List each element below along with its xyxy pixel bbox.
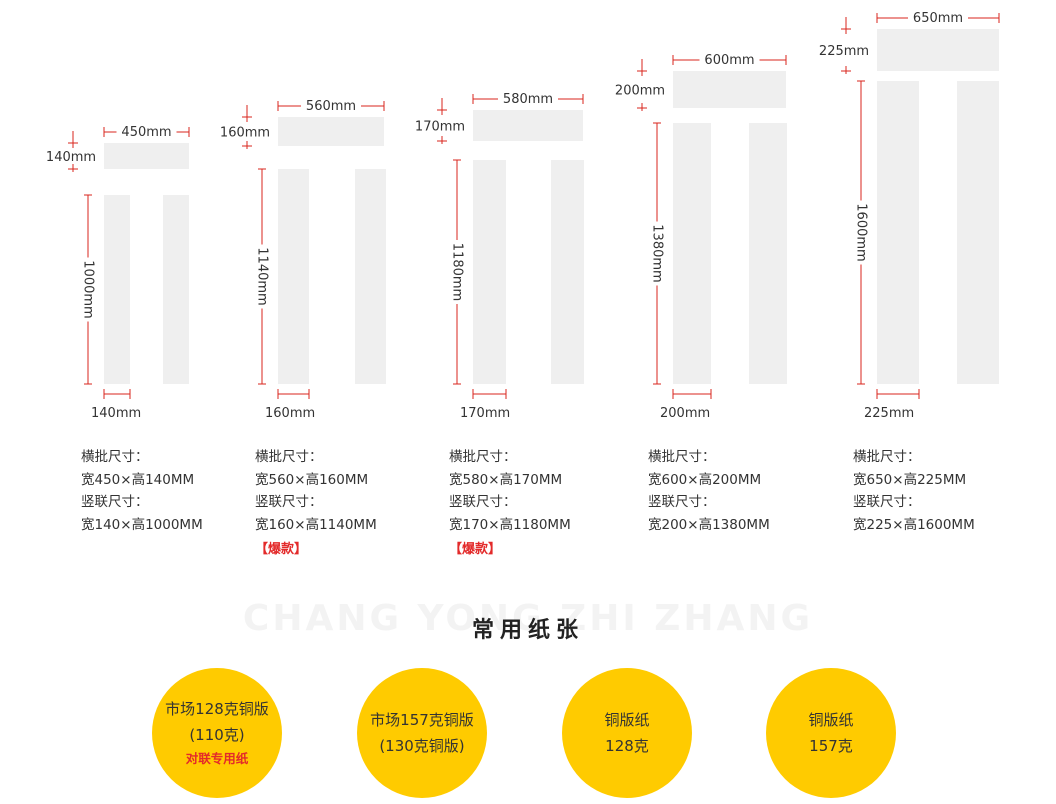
- spec-header-value: 宽560×高160MM: [255, 471, 369, 488]
- paper-name: 铜版纸: [808, 711, 854, 729]
- paper-weight: (110克): [189, 726, 245, 744]
- header-height-label: 140mm: [46, 150, 96, 165]
- column-height-label: 1140mm: [255, 247, 270, 305]
- spec-column-value: 宽170×高1180MM: [449, 516, 571, 533]
- spec-column-label: 竖联尺寸：: [449, 494, 517, 510]
- left-column-panel: [877, 81, 919, 384]
- paper-option-1[interactable]: 市场128克铜版 (110克) 对联专用纸: [152, 668, 282, 798]
- spec-column-label: 竖联尺寸：: [648, 494, 716, 510]
- paper-weight: (130克铜版): [379, 737, 465, 755]
- spec-column-value: 宽200×高1380MM: [648, 516, 770, 533]
- column-width-label: 140mm: [91, 406, 141, 421]
- spec-block-4: 横批尺寸： 宽600×高200MM 竖联尺寸： 宽200×高1380MM: [648, 446, 770, 536]
- header-width-label: 600mm: [704, 53, 754, 68]
- paper-note: 对联专用纸: [185, 751, 249, 766]
- paper-name: 铜版纸: [604, 711, 650, 729]
- right-column-panel: [551, 160, 584, 384]
- column-height-label: 1000mm: [81, 260, 96, 318]
- spec-header-label: 横批尺寸：: [648, 449, 716, 465]
- column-width-label: 160mm: [265, 406, 315, 421]
- spec-block-5: 横批尺寸： 宽650×高225MM 竖联尺寸： 宽225×高1600MM: [853, 446, 975, 536]
- header-width-label: 650mm: [913, 11, 963, 26]
- column-height-label: 1380mm: [650, 224, 665, 282]
- header-height-label: 200mm: [615, 84, 665, 99]
- header-panel: [278, 117, 384, 146]
- spec-header-value: 宽600×高200MM: [648, 471, 762, 488]
- spec-header-label: 横批尺寸：: [255, 449, 323, 465]
- spec-header-value: 宽580×高170MM: [449, 471, 563, 488]
- section-title: 常用纸张: [471, 618, 584, 643]
- right-column-panel: [749, 123, 787, 384]
- header-panel: [673, 71, 786, 108]
- spec-header-label: 横批尺寸：: [853, 449, 921, 465]
- section-watermark: CHANG YONG ZHI ZHANG: [242, 598, 814, 639]
- paper-name: 市场157克铜版: [370, 711, 474, 729]
- spec-block-3: 横批尺寸： 宽580×高170MM 竖联尺寸： 宽170×高1180MM 【爆款…: [449, 446, 571, 562]
- spec-header-value: 宽650×高225MM: [853, 471, 967, 488]
- paper-name: 市场128克铜版: [165, 700, 269, 718]
- left-column-panel: [473, 160, 506, 384]
- right-column-panel: [957, 81, 999, 384]
- spec-column-value: 宽225×高1600MM: [853, 516, 975, 533]
- paper-option-4[interactable]: 铜版纸 157克: [766, 668, 896, 798]
- spec-column-value: 宽140×高1000MM: [81, 516, 203, 533]
- spec-block-2: 横批尺寸： 宽560×高160MM 竖联尺寸： 宽160×高1140MM 【爆款…: [255, 446, 377, 562]
- spec-column-label: 竖联尺寸：: [853, 494, 921, 510]
- left-column-panel: [673, 123, 711, 384]
- header-height-label: 225mm: [819, 44, 869, 59]
- paper-option-2[interactable]: 市场157克铜版 (130克铜版): [357, 668, 487, 798]
- spec-header-label: 横批尺寸：: [449, 449, 517, 465]
- paper-weight: 157克: [809, 737, 853, 755]
- spec-header-label: 横批尺寸：: [81, 449, 149, 465]
- header-height-label: 160mm: [220, 126, 270, 141]
- right-column-panel: [163, 195, 189, 384]
- header-height-label: 170mm: [415, 120, 465, 135]
- couplet-size-diagram: 450mm 140mm 1000mm 140mm 560mm 160mm 1140mm 160…: [46, 11, 1000, 421]
- spec-column-value: 宽160×高1140MM: [255, 516, 377, 533]
- hot-badge: 【爆款】: [255, 542, 308, 557]
- spec-header-value: 宽450×高140MM: [81, 471, 195, 488]
- header-panel: [104, 143, 189, 169]
- right-column-panel: [355, 169, 386, 384]
- header-width-label: 580mm: [503, 92, 553, 107]
- header-width-label: 560mm: [306, 99, 356, 114]
- spec-column-label: 竖联尺寸：: [255, 494, 323, 510]
- header-panel: [877, 29, 999, 71]
- column-height-label: 1180mm: [450, 243, 465, 301]
- left-column-panel: [104, 195, 130, 384]
- column-height-label: 1600mm: [854, 203, 869, 261]
- spec-column-label: 竖联尺寸：: [81, 494, 149, 510]
- hot-badge: 【爆款】: [449, 542, 502, 557]
- header-width-label: 450mm: [121, 125, 171, 140]
- column-width-label: 200mm: [660, 406, 710, 421]
- left-column-panel: [278, 169, 309, 384]
- column-width-label: 225mm: [864, 406, 914, 421]
- header-panel: [473, 110, 583, 141]
- column-width-label: 170mm: [460, 406, 510, 421]
- paper-option-3[interactable]: 铜版纸 128克: [562, 668, 692, 798]
- spec-block-1: 横批尺寸： 宽450×高140MM 竖联尺寸： 宽140×高1000MM: [81, 446, 203, 536]
- paper-weight: 128克: [605, 737, 649, 755]
